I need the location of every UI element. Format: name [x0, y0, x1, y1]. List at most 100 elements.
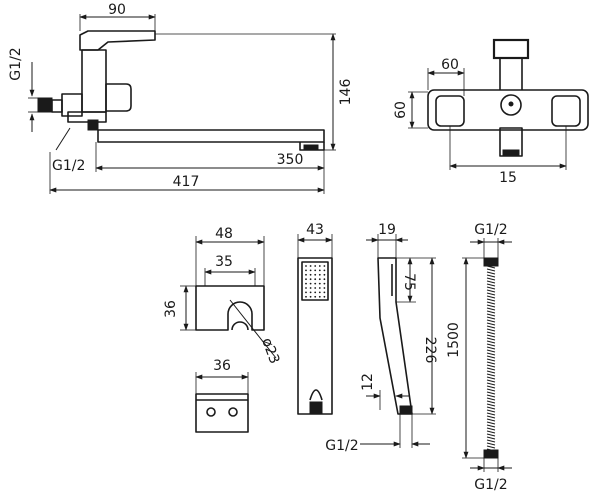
hose-braid-segment: [486, 361, 496, 365]
hose-braid-segment: [486, 394, 496, 398]
hose-braid-segment: [486, 283, 496, 287]
hose-braid-segment: [486, 322, 496, 326]
hose-braid-segment: [486, 334, 496, 338]
dim-hand-shower-width: 43: [306, 222, 324, 238]
nozzle-dot: [323, 278, 326, 281]
nozzle-dot: [305, 295, 307, 298]
nozzle-dot: [318, 273, 321, 276]
hose-braid-segment: [486, 427, 496, 431]
hose-braid-segment: [486, 301, 496, 305]
nozzle-dot: [318, 265, 321, 267]
hose-braid-segment: [486, 382, 496, 386]
dim-outlet-thread: G1/2: [52, 158, 85, 174]
dim-center-distance: 15: [499, 170, 517, 186]
hose-braid-segment: [486, 406, 496, 410]
hose-braid-segment: [486, 442, 496, 446]
faucet-diverter-knob: [105, 83, 132, 112]
hose-braid-segment: [486, 319, 496, 323]
dim-inlet-thread: G1/2: [8, 47, 24, 80]
dim-holder-outer-width: 48: [215, 226, 233, 242]
shower-holder: 48 35 36 ø23: [163, 226, 282, 366]
nozzle-dot: [309, 278, 312, 281]
front-spout-nut: [502, 149, 520, 157]
nozzle-dot: [323, 282, 326, 285]
faucet-inlet-connector: [51, 99, 63, 113]
faucet-side-view: 90 146 G1/2 G1/2 350 417: [8, 2, 354, 194]
hose-braid-segment: [486, 289, 496, 293]
nozzle-dot: [323, 291, 326, 294]
nozzle-dot: [318, 269, 321, 272]
dim-holder-diameter: ø23: [258, 336, 282, 366]
nozzle-dot: [318, 282, 321, 285]
faucet-inlet-thread: [37, 97, 53, 113]
hose-braid-segment: [486, 337, 496, 341]
dim-total-length: 417: [173, 174, 200, 190]
nozzle-dot: [309, 295, 312, 298]
hose-braid-segment: [486, 421, 496, 425]
hose-braid-segment: [486, 325, 496, 329]
front-lever-stem: [499, 58, 523, 90]
dim-leader-outlet-thread: [55, 127, 71, 151]
nozzle-dot: [314, 282, 317, 285]
hand-shower-spray-face: [301, 261, 329, 301]
nozzle-dot: [309, 282, 312, 285]
hose-braided-body: [486, 265, 496, 452]
hose-braid-segment: [486, 385, 496, 389]
dim-head-length: 75: [401, 273, 417, 291]
nozzle-dot: [305, 273, 307, 276]
hose-braid-segment: [486, 379, 496, 383]
hose-braid-segment: [486, 328, 496, 332]
nozzle-dot: [309, 265, 312, 267]
hose-braid-segment: [486, 436, 496, 440]
hand-shower-bottom-nut: [309, 401, 323, 415]
hose-braid-segment: [486, 364, 496, 368]
nozzle-dot: [309, 287, 312, 289]
hose-braid-segment: [486, 415, 496, 419]
hose-braid-segment: [486, 376, 496, 380]
dim-handle-width: 12: [360, 373, 376, 391]
dim-hand-shower-thread: G1/2: [325, 438, 358, 454]
nozzle-dot: [309, 273, 312, 276]
dim-holder-height: 36: [163, 300, 179, 318]
hand-shower-hose-connector: [309, 389, 323, 401]
hose-braid-segment: [486, 313, 496, 317]
hose-braid-segment: [486, 388, 496, 392]
nozzle-dot: [314, 291, 317, 294]
hose-braid-segment: [486, 400, 496, 404]
dim-holder-inner-width: 35: [215, 254, 233, 270]
hose-braid-segment: [486, 430, 496, 434]
dim-height: 146: [338, 79, 354, 106]
front-left-eccentric: [435, 95, 465, 127]
hand-shower-side: 19 75 226 12 G1/2: [325, 222, 438, 454]
nozzle-dot: [314, 287, 317, 289]
nozzle-dot: [314, 269, 317, 272]
hose-braid-segment: [486, 352, 496, 356]
dim-handle-width: 90: [108, 2, 126, 18]
dim-front-body-width: 60: [441, 57, 459, 73]
hose-braid-segment: [486, 346, 496, 350]
hose-braid-segment: [486, 280, 496, 284]
hand-shower-side-nut: [399, 405, 413, 415]
nozzle-dot: [305, 282, 307, 285]
hose-braid-segment: [486, 433, 496, 437]
hose-braid-segment: [486, 409, 496, 413]
wall-block-body: [195, 393, 249, 433]
hose-braid-segment: [486, 373, 496, 377]
hose-braid-segment: [486, 331, 496, 335]
dim-wall-block-width: 36: [213, 358, 231, 374]
hose-braid-segment: [486, 358, 496, 362]
hose-braid-segment: [486, 397, 496, 401]
hose-braid-segment: [486, 268, 496, 272]
hose-bottom-nut: [483, 449, 499, 459]
nozzle-dot: [318, 295, 321, 298]
front-center-knob: [500, 94, 522, 116]
wall-block-hole-right: [228, 407, 238, 417]
nozzle-dot: [323, 265, 326, 267]
nozzle-dot: [305, 291, 307, 294]
dim-hand-shower-depth: 19: [378, 222, 396, 238]
front-body: [427, 89, 589, 131]
nozzle-dot: [314, 295, 317, 298]
dim-hose-length: 1500: [446, 322, 462, 358]
nozzle-dot: [314, 278, 317, 281]
hose-braid-segment: [486, 370, 496, 374]
